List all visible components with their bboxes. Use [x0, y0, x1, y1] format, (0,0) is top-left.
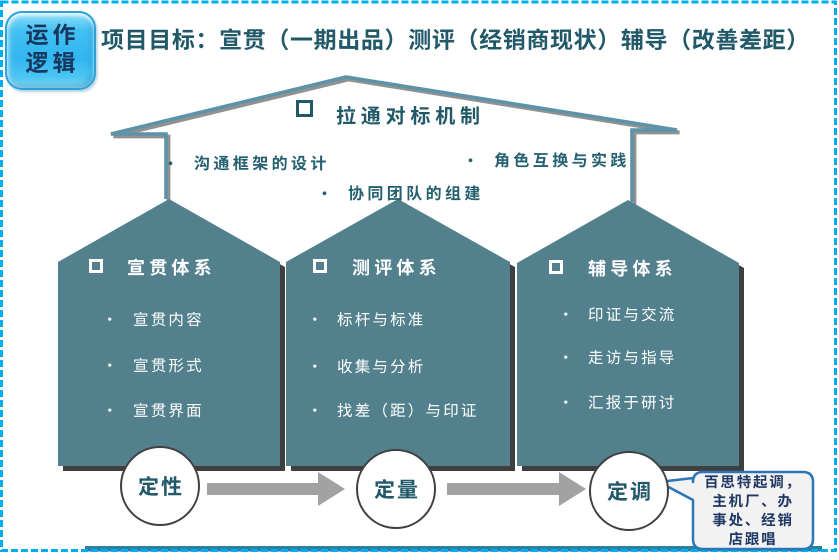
bullet-dot-icon: •	[558, 303, 574, 325]
bullet-dot-icon: •	[102, 354, 118, 376]
house-2-square-bullet	[313, 259, 327, 273]
arrow-2	[447, 472, 586, 506]
house-3-square-bullet	[549, 260, 563, 274]
bullet-dot-icon: •	[317, 183, 333, 204]
house-3	[517, 200, 739, 466]
house-3-title: 辅导体系	[588, 255, 677, 281]
badge-line-2: 逻辑	[25, 44, 80, 78]
house-2-item-3-label: 找差（距）与印证	[337, 399, 479, 421]
bottom-bar	[85, 546, 822, 552]
step-circle-2: 定量	[356, 449, 436, 529]
bullet-dot-icon: •	[163, 153, 179, 174]
house-2-item-1: • 标杆与标准	[307, 308, 426, 330]
house-1-item-1: • 宣贯内容	[102, 308, 204, 330]
callout-line-1: 百思特起调，	[704, 471, 802, 492]
roof-bullet-2-label: 协同团队的组建	[348, 180, 484, 204]
house-3-item-2-label: 走访与指导	[588, 346, 677, 368]
house-2-item-2: • 收集与分析	[307, 355, 426, 377]
callout-line-3: 事处、经销	[712, 509, 794, 530]
bullet-dot-icon: •	[102, 399, 118, 421]
roof-title-square-bullet	[296, 100, 313, 117]
house-2-item-3: • 找差（距）与印证	[307, 399, 479, 421]
roof-outline	[110, 75, 678, 202]
roof-bullet-3-label: 角色互换与实践	[494, 147, 630, 171]
house-1-item-2: • 宣贯形式	[102, 354, 204, 376]
house-1-item-2-label: 宣贯形式	[133, 354, 204, 376]
house-3-item-3: • 汇报于研讨	[558, 391, 677, 413]
bullet-dot-icon: •	[463, 150, 479, 171]
bullet-dot-icon: •	[558, 391, 574, 413]
house-1-item-3: • 宣贯界面	[102, 399, 204, 421]
callout-bubble	[657, 470, 815, 551]
step-circle-3: 定调	[589, 451, 669, 531]
roof-shadow	[113, 77, 680, 205]
house-2-item-2-label: 收集与分析	[337, 355, 426, 377]
bullet-dot-icon: •	[307, 355, 323, 377]
roof-bullet-1: • 沟通框架的设计	[163, 150, 330, 174]
house-2-item-1-label: 标杆与标准	[337, 308, 426, 330]
house-3-item-1-label: 印证与交流	[588, 303, 677, 325]
house-1-square-bullet	[89, 259, 103, 273]
house-1-title: 宣贯体系	[127, 254, 216, 280]
roof-bullet-1-label: 沟通框架的设计	[194, 150, 330, 174]
bullet-dot-icon: •	[307, 308, 323, 330]
bullet-dot-icon: •	[558, 346, 574, 368]
callout-text: 百思特起调， 主机厂、办 事处、经销 店跟唱	[694, 472, 812, 548]
house-2	[286, 199, 510, 466]
roof-bullet-3: • 角色互换与实践	[463, 147, 630, 171]
step-circle-1: 定性	[120, 446, 200, 526]
corner-badge: 运作 逻辑	[5, 11, 96, 90]
house-2-title: 测评体系	[352, 254, 441, 280]
page-title: 项目目标：宣贯（一期出品）测评（经销商现状）辅导（改善差距）	[101, 21, 810, 55]
callout-line-4: 店跟唱	[728, 528, 778, 549]
house-3-item-2: • 走访与指导	[558, 346, 677, 368]
house-1-item-1-label: 宣贯内容	[133, 308, 204, 330]
house-1	[58, 199, 280, 466]
roof-title: 拉通对标机制	[336, 100, 485, 129]
bullet-dot-icon: •	[307, 399, 323, 421]
badge-line-1: 运作	[25, 16, 80, 50]
roof-bullet-2: • 协同团队的组建	[317, 180, 484, 204]
house-3-item-3-label: 汇报于研讨	[588, 391, 677, 413]
bullet-dot-icon: •	[102, 308, 118, 330]
arrow-1	[207, 472, 345, 506]
callout-line-2: 主机厂、办	[712, 490, 794, 511]
house-3-item-1: • 印证与交流	[558, 303, 677, 325]
house-1-item-3-label: 宣贯界面	[133, 399, 204, 421]
